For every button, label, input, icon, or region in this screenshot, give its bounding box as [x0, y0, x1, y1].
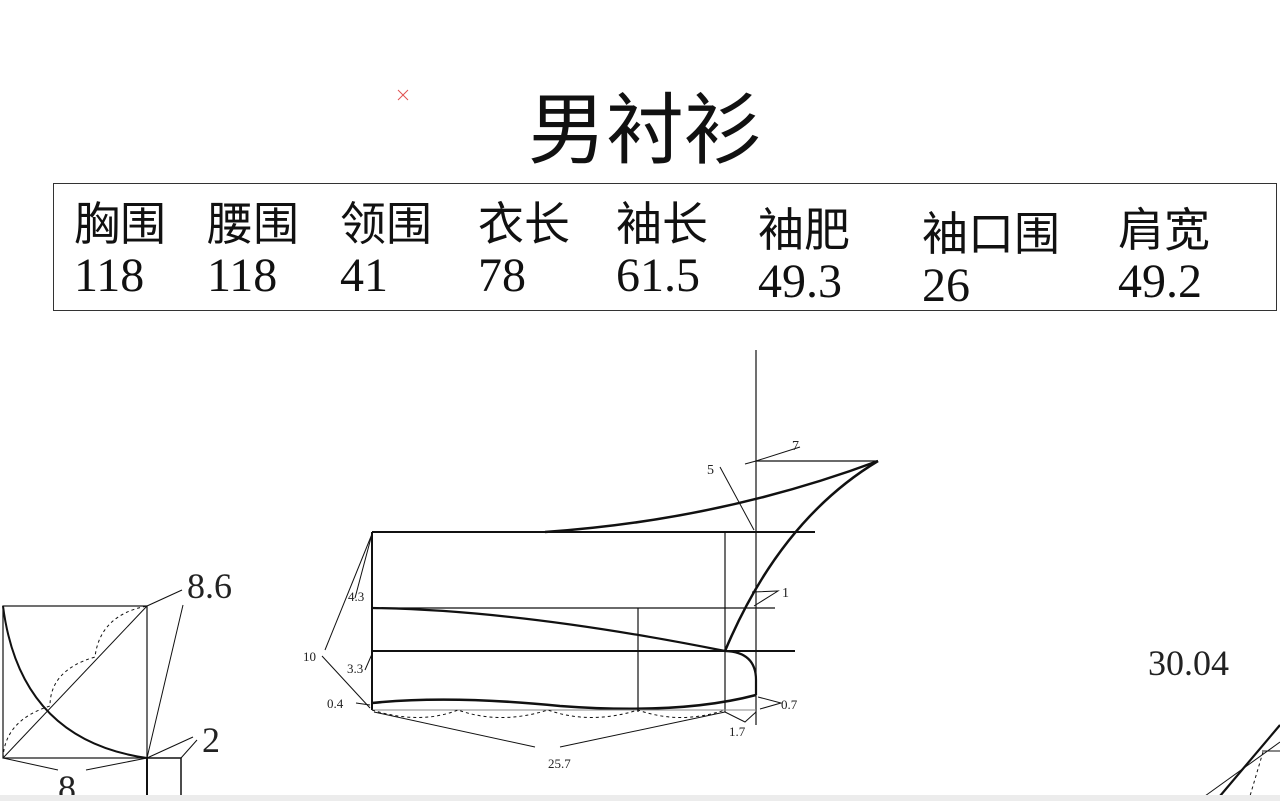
measure-label: 衣长: [478, 197, 570, 251]
measure-label: 袖口围: [922, 207, 1060, 261]
bottom-bar: [0, 795, 1280, 801]
measure-value: 61.5: [616, 249, 700, 302]
dim-label: 0.4: [327, 696, 344, 711]
bodice-draft: 7 5 1 4.3 10 3.3 0.4 0.7 1.7 25.7: [303, 350, 879, 771]
measure-label: 袖肥: [758, 203, 850, 257]
dim-label: 0.7: [781, 697, 798, 712]
dim-label: 30.04: [1148, 643, 1229, 683]
measure-value: 78: [478, 249, 526, 302]
measure-value: 49.3: [758, 255, 842, 308]
measure-label: 袖长: [616, 197, 708, 251]
dim-label: 1: [782, 586, 789, 601]
measure-label: 胸围: [74, 197, 166, 251]
dim-label: 7: [792, 439, 799, 454]
measure-label: 肩宽: [1118, 203, 1210, 257]
dim-label: 2: [202, 720, 220, 760]
dim-label: 3.3: [347, 661, 363, 676]
measure-value: 118: [74, 249, 145, 302]
right-draft: 30.04: [1148, 643, 1280, 797]
dim-label: 1.7: [729, 724, 746, 739]
dim-label: 4.3: [348, 589, 364, 604]
page-title: 男衬衫: [527, 86, 762, 176]
measure-value: 41: [340, 249, 388, 302]
cross-marker: [397, 89, 409, 101]
measure-label: 腰围: [207, 197, 299, 251]
dim-label: 25.7: [548, 756, 571, 771]
measure-value: 26: [922, 259, 970, 312]
dim-label: 8: [58, 768, 76, 801]
measure-value: 118: [207, 249, 278, 302]
dim-label: 8.6: [187, 566, 232, 606]
collar-draft: 8.6 2 8: [2, 566, 232, 801]
dim-label: 10: [303, 649, 316, 664]
dim-label: 5: [707, 463, 714, 478]
measure-value: 49.2: [1118, 255, 1202, 308]
measure-label: 领围: [340, 197, 432, 251]
